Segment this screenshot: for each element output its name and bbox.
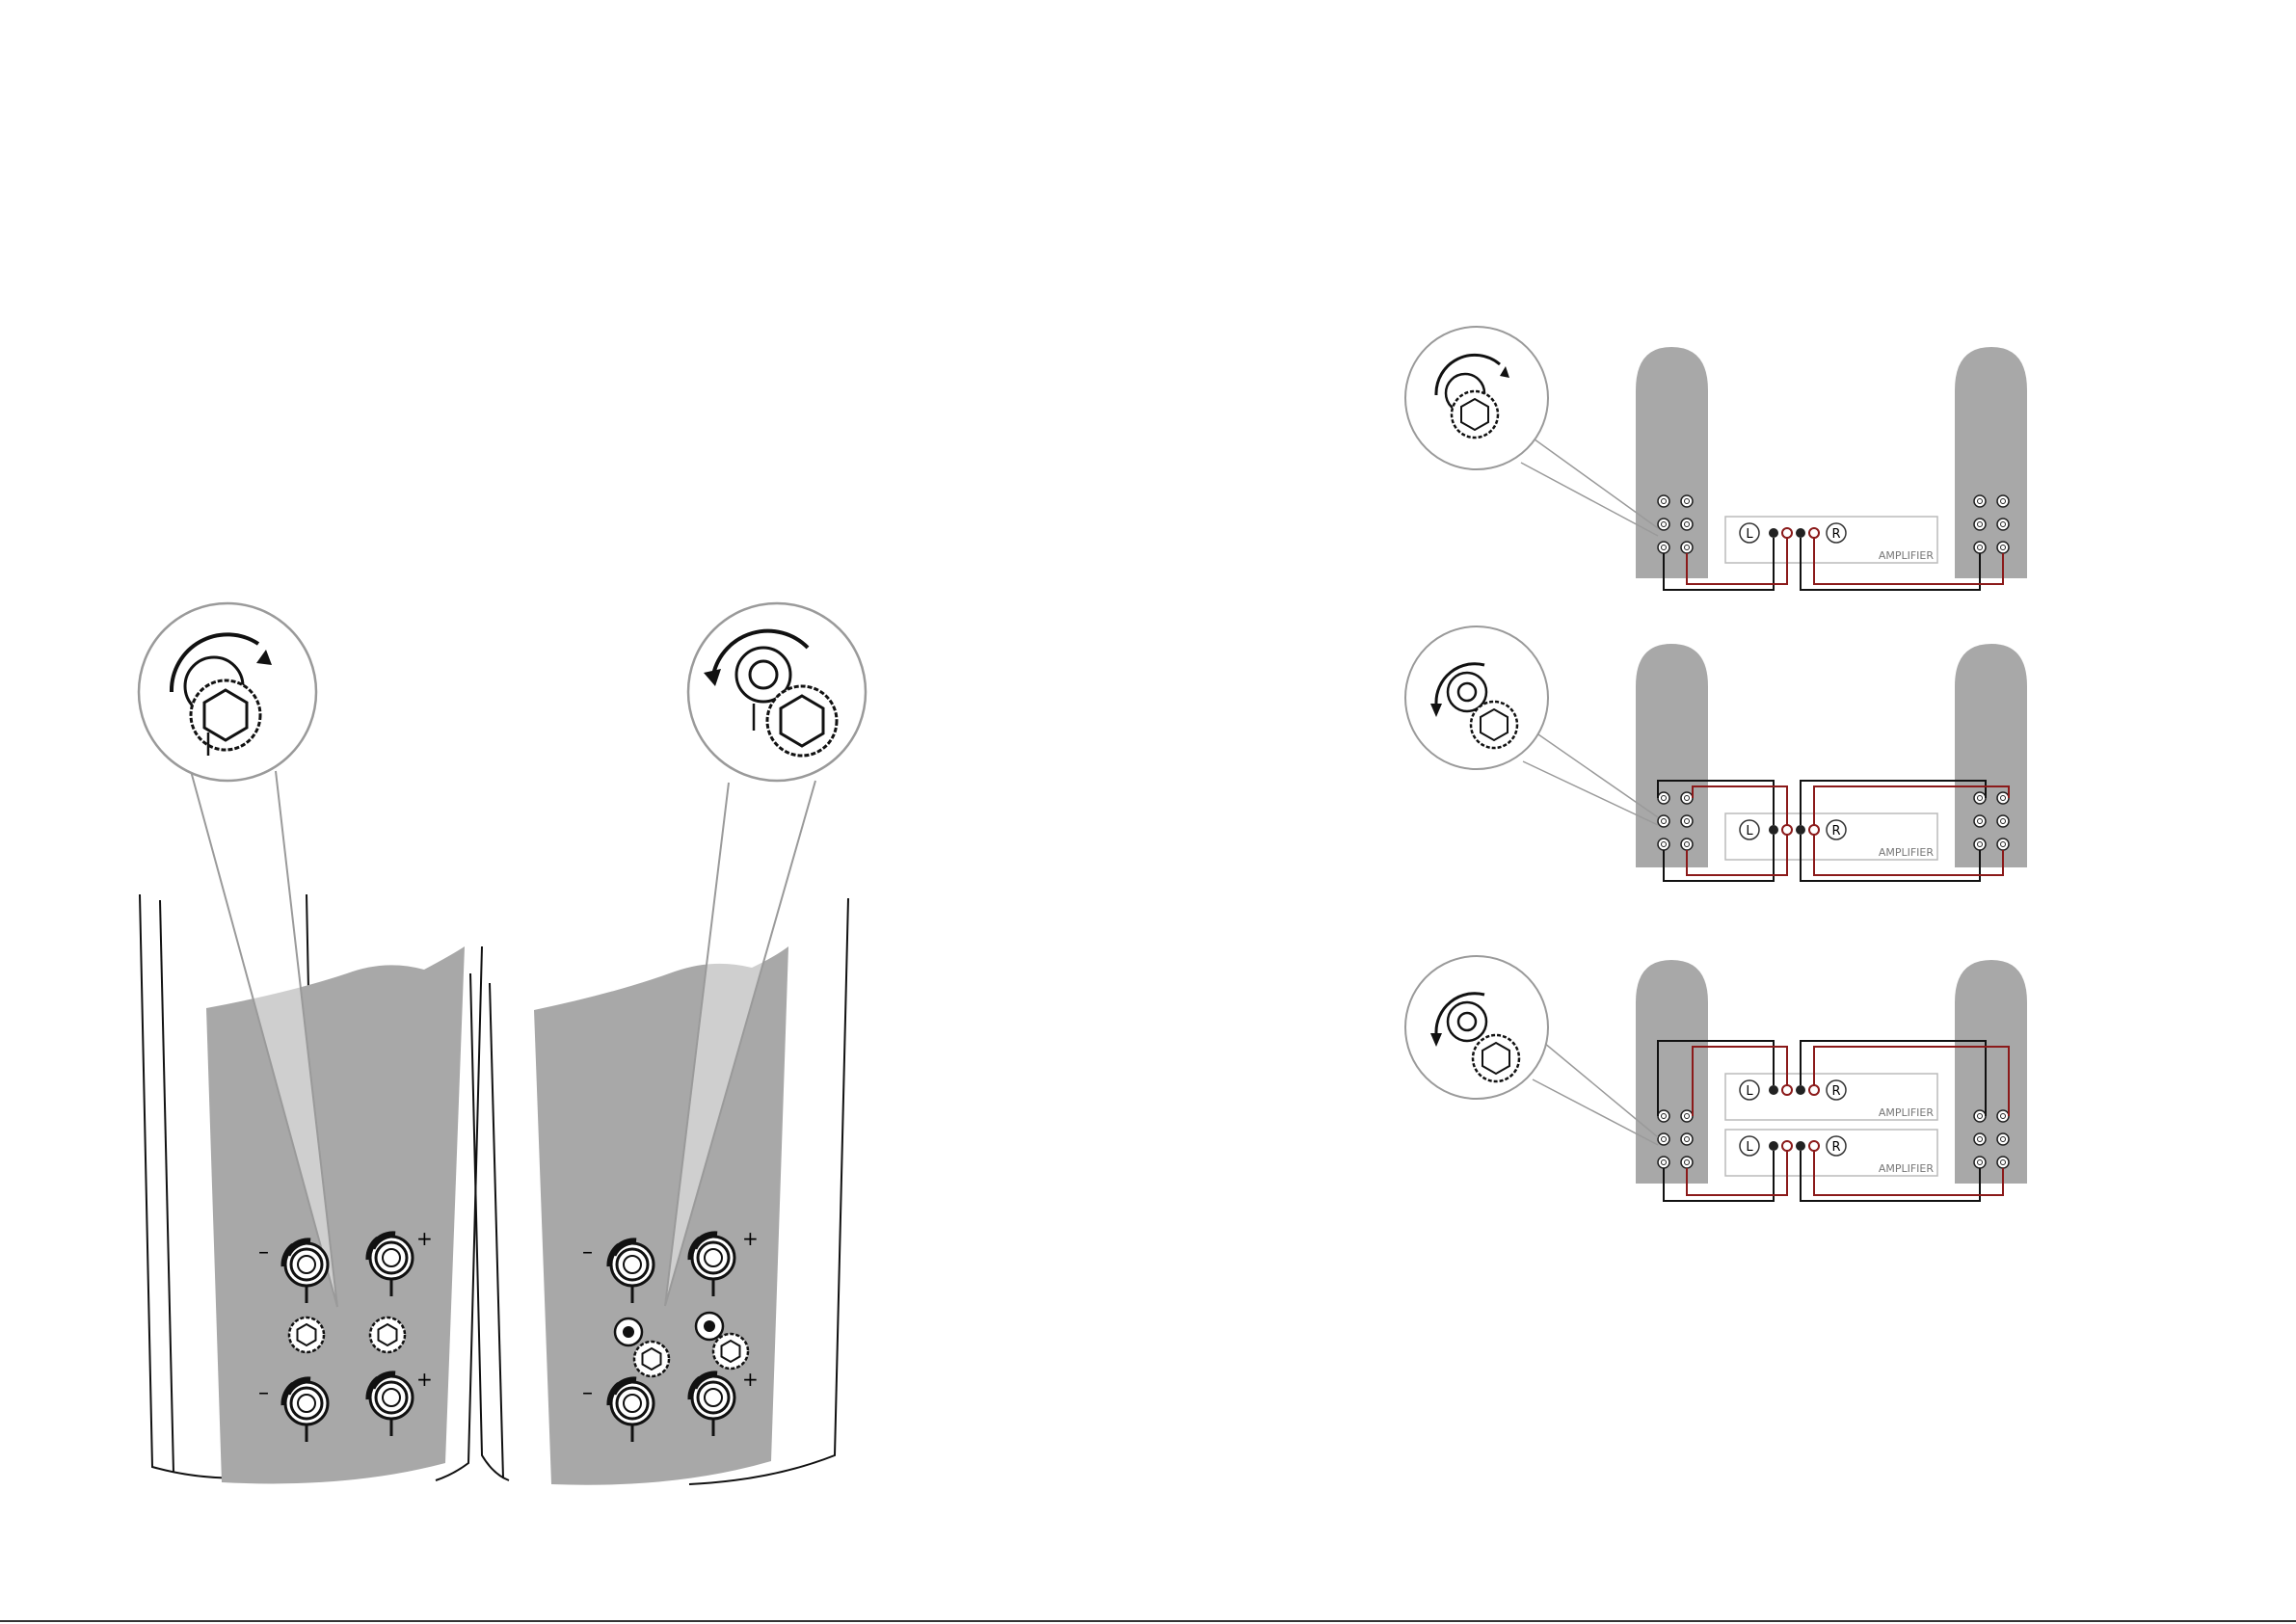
minus-sign: –	[258, 1381, 269, 1405]
cabinet-rear-panel	[534, 946, 788, 1485]
minus-sign: –	[582, 1381, 593, 1405]
amplifier-label: AMPLIFIER	[1879, 549, 1935, 562]
left-channel-label: L	[1746, 1140, 1753, 1155]
wiring-setup-bi-wire: L R AMPLIFIER	[1405, 626, 2027, 881]
plus-sign: +	[416, 1227, 433, 1250]
right-channel-label: R	[1831, 1140, 1840, 1155]
wiring-setup-bi-amp: L R AMPLIFIER L R AMPLIFIER	[1405, 956, 2027, 1201]
left-channel-label: L	[1746, 527, 1753, 542]
zoom-detail-tighten	[139, 603, 316, 781]
bridge-nut	[634, 1342, 669, 1376]
zoom-detail-mini	[1405, 327, 1658, 536]
plus-sign: +	[742, 1368, 759, 1391]
plus-sign: +	[742, 1227, 759, 1250]
amplifier: L R AMPLIFIER	[1725, 517, 1937, 563]
minus-sign: –	[258, 1240, 269, 1265]
speaker-left	[1636, 960, 1708, 1184]
zoom-detail-mini	[1405, 956, 1658, 1145]
speaker-left	[1636, 644, 1708, 867]
amplifier-lower: L R AMPLIFIER	[1725, 1130, 1937, 1176]
amplifier-label: AMPLIFIER	[1879, 1162, 1935, 1175]
bridge-nut	[370, 1318, 405, 1352]
speaker-left	[1636, 347, 1708, 578]
zoom-detail-loosen	[688, 603, 866, 781]
amplifier-label: AMPLIFIER	[1879, 1106, 1935, 1119]
speaker-right	[1955, 644, 2027, 867]
amplifier: L R AMPLIFIER	[1725, 813, 1937, 860]
speaker-rear-panel-right	[470, 898, 848, 1485]
left-channel-label: L	[1746, 1084, 1753, 1099]
minus-sign: –	[582, 1240, 593, 1265]
cabinet-rear-panel	[206, 946, 465, 1483]
wiring-setup-single-wire: L R AMPLIFIER	[1405, 327, 2027, 590]
right-channel-label: R	[1831, 824, 1840, 839]
bridge-nut	[289, 1318, 324, 1352]
zoom-detail-mini	[1405, 626, 1658, 825]
left-channel-label: L	[1746, 824, 1753, 839]
plus-sign: +	[416, 1368, 433, 1391]
bridge-nut	[713, 1334, 748, 1369]
speaker-right	[1955, 960, 2027, 1184]
amplifier-label: AMPLIFIER	[1879, 846, 1935, 859]
speaker-right	[1955, 347, 2027, 578]
right-channel-label: R	[1831, 1084, 1840, 1099]
amplifier-upper: L R AMPLIFIER	[1725, 1074, 1937, 1120]
right-channel-label: R	[1831, 527, 1840, 542]
